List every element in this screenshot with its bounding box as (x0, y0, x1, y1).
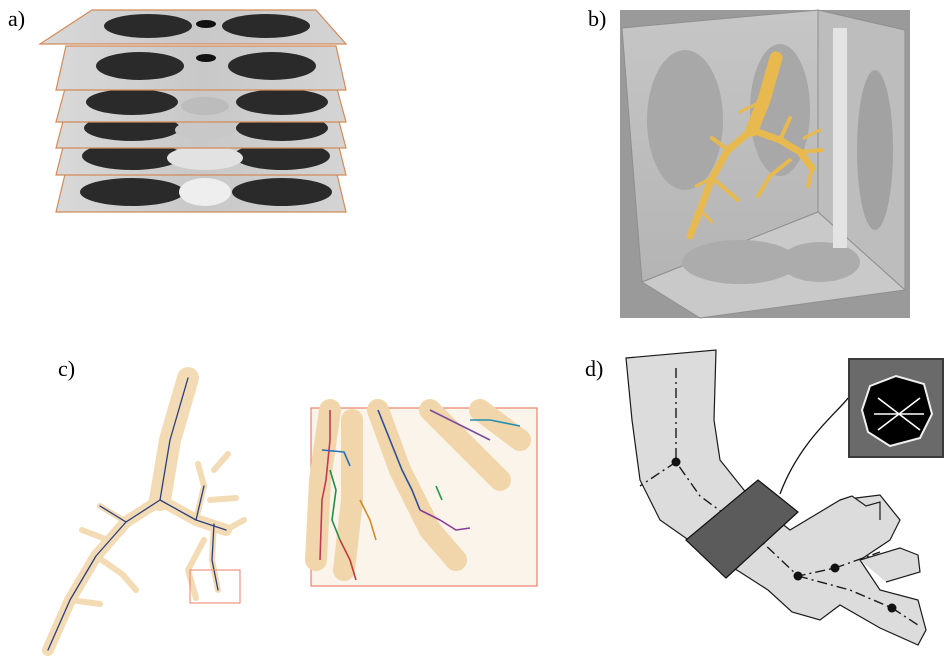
ct-volume-cube (620, 10, 910, 318)
ct-slice-stack (40, 10, 346, 212)
ct-slice-1 (40, 10, 346, 44)
ct-slice-2 (56, 46, 346, 90)
airway-tree-skeleton (48, 378, 244, 650)
zoomed-airway-inset (311, 408, 537, 586)
cross-section-inset (848, 358, 944, 458)
ct-slice-6 (56, 170, 346, 212)
